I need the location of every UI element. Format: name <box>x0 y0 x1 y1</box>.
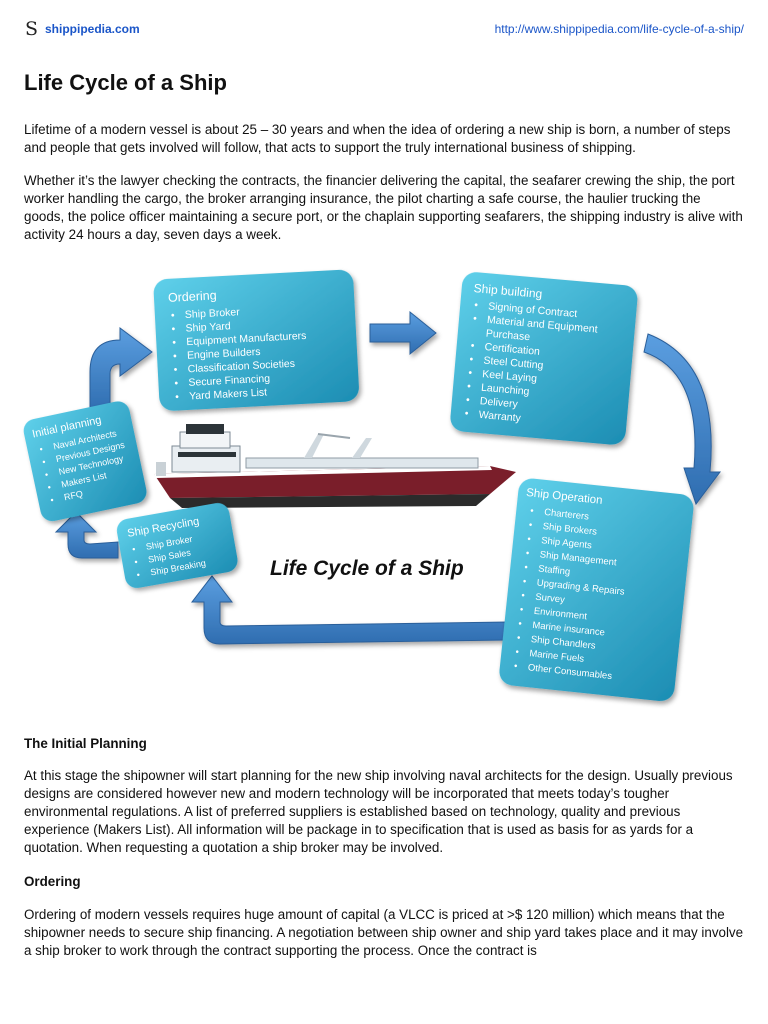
bullet-icon: • <box>41 457 46 467</box>
section-text-ordering: Ordering of modern vessels requires huge… <box>24 907 744 958</box>
ship-operation-item: Charterers <box>544 507 590 523</box>
ordering-title: Ordering <box>168 288 217 305</box>
ordering-box: Ordering •Ship Broker•Ship Yard•Equipmen… <box>153 269 359 411</box>
arrow-recycling-to-initial <box>54 511 119 559</box>
intro-paragraph-2: Whether it’s the lawyer checking the con… <box>24 173 743 242</box>
bullet-icon: • <box>522 576 526 587</box>
bullet-icon: • <box>136 570 141 580</box>
initial-planning-item: RFQ <box>63 489 84 503</box>
bullet-icon: • <box>172 337 177 349</box>
bullet-icon: • <box>171 323 176 335</box>
page-url-link[interactable]: http://www.shippipedia.com/life-cycle-of… <box>494 22 744 36</box>
arrow-ordering-to-building <box>369 310 437 356</box>
ship-building-title: Ship building <box>473 281 543 301</box>
ship-building-item: Keel Laying <box>482 368 538 385</box>
bullet-icon: • <box>134 557 139 567</box>
bullet-icon: • <box>174 377 179 389</box>
ship-building-item: Purchase <box>485 327 530 343</box>
bullet-icon: • <box>49 495 54 505</box>
bullet-icon: • <box>528 520 532 531</box>
bullet-icon: • <box>515 647 519 658</box>
intro-paragraph-1: Lifetime of a modern vessel is about 25 … <box>24 122 731 155</box>
section-text-initial-planning: At this stage the shipowner will start p… <box>24 768 733 855</box>
section-heading-ordering: Ordering <box>24 874 81 889</box>
bullet-icon: • <box>175 391 180 403</box>
bullet-icon: • <box>47 482 52 492</box>
bullet-icon: • <box>513 661 517 672</box>
ordering-item: Yard Makers List <box>189 386 268 402</box>
page-header: S shippipedia.com http://www.shippipedia… <box>0 0 768 58</box>
ship-building-item: Steel Cutting <box>483 355 544 372</box>
bullet-icon: • <box>39 444 44 454</box>
ordering-item: Ship Broker <box>185 306 241 321</box>
ship-recycling-box: Ship Recycling •Ship Broker•Ship Sales•S… <box>116 503 238 588</box>
bullet-icon: • <box>524 562 528 573</box>
bullet-icon: • <box>467 380 472 392</box>
bullet-icon: • <box>131 544 136 554</box>
bullet-icon: • <box>465 394 470 406</box>
ordering-item: Classification Societies <box>187 358 295 376</box>
diagram-title: Life Cycle of a Ship <box>270 557 464 580</box>
bullet-icon: • <box>530 505 534 516</box>
ship-building-item: Warranty <box>478 409 522 425</box>
bullet-icon: • <box>516 633 520 644</box>
bullet-icon: • <box>171 310 176 322</box>
ship-building-item: Launching <box>481 382 530 398</box>
arrow-initial-to-ordering <box>89 327 153 413</box>
ship-building-item: Delivery <box>479 395 519 410</box>
ship-operation-box: Ship Operation •Charterers•Ship Brokers•… <box>499 478 694 702</box>
bullet-icon: • <box>519 604 523 615</box>
life-cycle-diagram: Ordering •Ship Broker•Ship Yard•Equipmen… <box>20 262 748 710</box>
ordering-item: Engine Builders <box>187 346 261 362</box>
bullet-icon: • <box>468 367 473 379</box>
site-name-link[interactable]: shippipedia.com <box>45 22 140 36</box>
ship-operation-item: Ship Agents <box>541 535 593 551</box>
ship-operation-item: Staffing <box>538 563 571 577</box>
site-logo-icon: S <box>25 18 39 40</box>
ordering-item: Ship Yard <box>185 320 231 334</box>
ordering-item: Secure Financing <box>188 373 270 389</box>
bullet-icon: • <box>527 534 531 545</box>
bullet-icon: • <box>470 340 475 352</box>
arrow-building-to-operation <box>643 333 721 506</box>
ship-illustration <box>154 424 516 508</box>
bullet-icon: • <box>518 618 522 629</box>
bullet-icon: • <box>173 350 178 362</box>
ship-building-box: Ship building •Signing of Contract•Mater… <box>450 272 638 445</box>
initial-planning-box: Initial planning •Naval Architects•Previ… <box>23 401 147 522</box>
ship-operation-item: Survey <box>535 592 566 606</box>
bullet-icon: • <box>464 408 469 420</box>
bullet-icon: • <box>473 313 478 325</box>
bullet-icon: • <box>525 548 529 559</box>
arrow-operation-to-recycling <box>190 575 509 645</box>
bullet-icon: • <box>44 469 49 479</box>
bullet-icon: • <box>521 590 525 601</box>
bullet-icon: • <box>469 353 474 365</box>
ship-building-item: Certification <box>484 341 540 358</box>
bullet-icon: • <box>173 364 178 376</box>
page-title: Life Cycle of a Ship <box>24 70 227 95</box>
bullet-icon: • <box>474 299 479 311</box>
section-heading-initial-planning: The Initial Planning <box>24 736 147 751</box>
